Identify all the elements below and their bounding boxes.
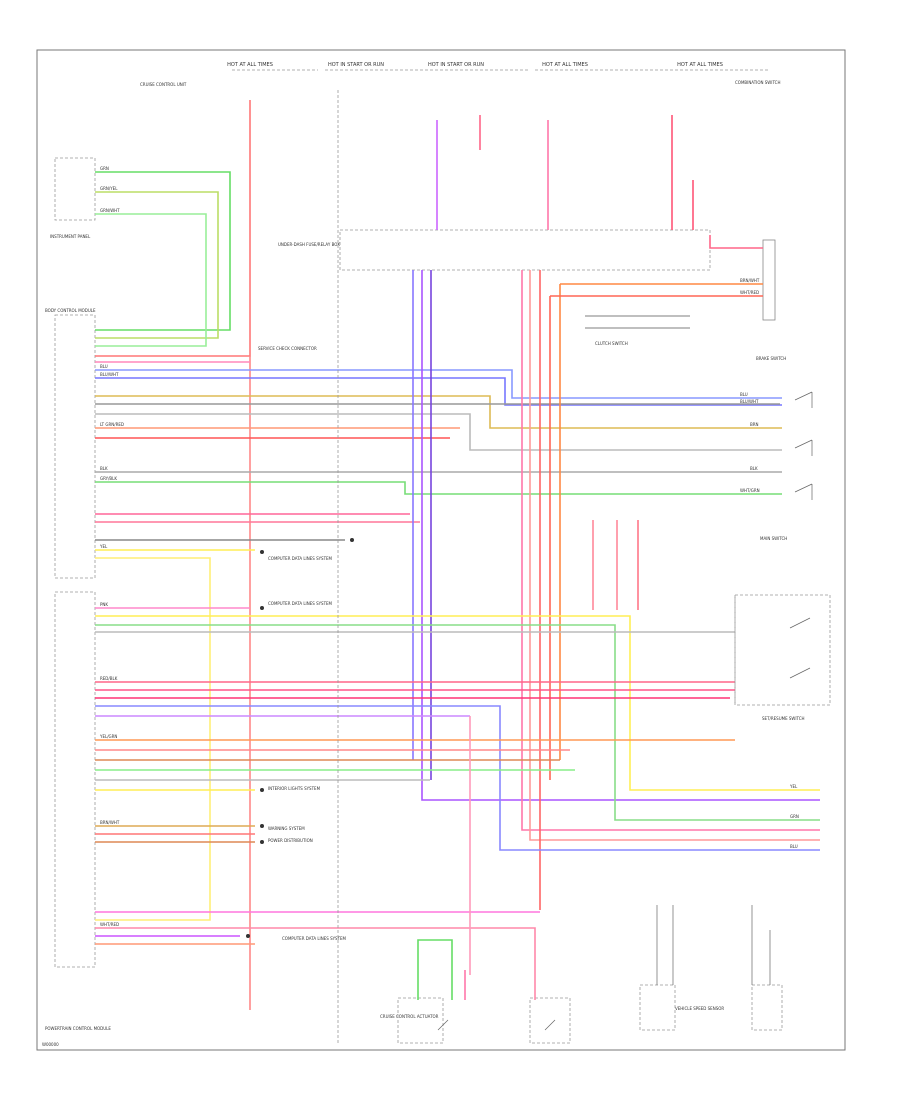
pin-label-blk: BLK	[100, 466, 108, 471]
clutch-switch-icon	[794, 439, 813, 456]
cruise-unit-connector-b	[54, 591, 96, 968]
speed-sensor-box	[639, 984, 676, 1031]
power-label-2: HOT IN START OR RUN	[328, 62, 384, 68]
comp-label-brake-switch: BRAKE SWITCH	[756, 356, 786, 361]
footer-code: W00000	[42, 1042, 59, 1047]
connector-dot-icon-4	[260, 788, 264, 792]
wire-label-7: YEL	[789, 784, 798, 789]
wire-label-5: BRN/WHT	[740, 278, 760, 283]
note-service-check: SERVICE CHECK CONNECTOR	[258, 346, 317, 351]
wire-label-6: WHT/RED	[740, 290, 759, 295]
note-data-lines-3: COMPUTER DATA LINES SYSTEM	[282, 936, 347, 941]
connector-dot-icon-3	[260, 606, 264, 610]
resume-switch-icon	[789, 667, 811, 679]
actuator-switch-icon	[437, 1019, 449, 1031]
actuator-box-2	[529, 997, 571, 1044]
comp-label-main-switch: MAIN SWITCH	[760, 536, 787, 541]
wire-label-8: GRN	[790, 814, 799, 819]
fuse-relay-box	[339, 229, 711, 271]
pcm-box	[751, 984, 783, 1031]
wire-label-4: WHT/GRN	[740, 488, 760, 493]
comp-label-clutch-switch: CLUTCH SWITCH	[595, 341, 628, 346]
note-data-lines-2: COMPUTER DATA LINES SYSTEM	[268, 601, 333, 606]
comp-label-set-resume: SET/RESUME SWITCH	[762, 716, 805, 721]
pin-label-gry-blk: GRY/BLK	[100, 476, 117, 481]
power-label-4: HOT AT ALL TIMES	[542, 62, 588, 68]
comp-label-fuse-box: UNDER-DASH FUSE/RELAY BOX	[278, 242, 340, 247]
note-warning: WARNING SYSTEM	[268, 826, 305, 831]
pin-label-grn-yel: GRN/YEL	[100, 186, 118, 191]
pin-label-blu-wht: BLU/WHT	[100, 372, 119, 377]
power-label-5: HOT AT ALL TIMES	[677, 62, 723, 68]
pin-label-brn-wht: BRN/WHT	[100, 820, 120, 825]
wire-label-2: BRN	[750, 422, 759, 427]
pin-label-lt-grn-red: LT GRN/RED	[100, 422, 124, 427]
comp-label-body-control: BODY CONTROL MODULE	[45, 308, 96, 313]
pin-label-grn-wht: GRN/WHT	[100, 208, 120, 213]
note-data-lines-1: COMPUTER DATA LINES SYSTEM	[268, 556, 333, 561]
main-switch-box	[734, 594, 831, 706]
actuator-box-1	[397, 997, 444, 1044]
pin-label-pnk: PNK	[100, 602, 108, 607]
pin-label-blu: BLU	[100, 364, 108, 369]
wire-harness	[95, 90, 820, 1045]
note-interior-lights: INTERIOR LIGHTS SYSTEM	[268, 786, 321, 791]
switch-symbols	[246, 391, 813, 1031]
comp-label-instrument-panel: INSTRUMENT PANEL	[50, 234, 91, 239]
comp-label-actuator: CRUISE CONTROL ACTUATOR	[380, 1014, 439, 1019]
pin-label-red-blk: RED/BLK	[100, 676, 118, 681]
comp-label-speed-sensor: VEHICLE SPEED SENSOR	[675, 1006, 724, 1011]
right-wire-labels: BLU BLU/WHT BRN BLK WHT/GRN BRN/WHT WHT/…	[740, 278, 799, 849]
power-label-3: HOT IN START OR RUN	[428, 62, 484, 68]
wire-label-1: BLU/WHT	[740, 399, 759, 404]
pin-label-yel-grn: YEL/GRN	[99, 734, 117, 739]
comp-label-cruise-unit-top: CRUISE CONTROL UNIT	[140, 82, 187, 87]
pin-label-grn: GRN	[100, 166, 109, 171]
power-source-labels: HOT AT ALL TIMES HOT IN START OR RUN HOT…	[227, 62, 770, 71]
wire-label-3: BLK	[750, 466, 758, 471]
connector-dot-icon-7	[246, 934, 250, 938]
combination-switch-connector	[762, 239, 776, 321]
brake-switch-icon	[794, 391, 813, 408]
comp-label-combination-switch: COMBINATION SWITCH	[735, 80, 780, 85]
pin-label-yel: YEL	[99, 544, 108, 549]
set-switch-icon	[789, 617, 811, 629]
instrument-panel-box	[54, 157, 96, 221]
left-pin-labels: GRN GRN/YEL GRN/WHT BLU BLU/WHT LT GRN/R…	[99, 166, 124, 927]
wire-label-0: BLU	[740, 392, 748, 397]
component-labels: CRUISE CONTROL UNIT INSTRUMENT PANEL UND…	[45, 80, 805, 1031]
connector-dot-icon-6	[260, 840, 264, 844]
connector-dot-icon-2	[260, 550, 264, 554]
cruise-unit-connector-a	[54, 314, 96, 579]
power-label-1: HOT AT ALL TIMES	[227, 62, 273, 68]
comp-label-pcm: POWERTRAIN CONTROL MODULE	[45, 1026, 111, 1031]
diagram-border	[36, 49, 846, 1051]
connector-dot-icon	[350, 538, 354, 542]
connector-dot-icon-5	[260, 824, 264, 828]
wire-label-9: BLU	[790, 844, 798, 849]
system-notes: SERVICE CHECK CONNECTOR COMPUTER DATA LI…	[258, 346, 347, 941]
note-power-distribution: POWER DISTRIBUTION	[268, 838, 313, 843]
actuator-switch-icon-2	[544, 1019, 556, 1031]
pin-label-wht-red: WHT/RED	[100, 922, 119, 927]
main-switch-contact-icon	[794, 483, 813, 500]
